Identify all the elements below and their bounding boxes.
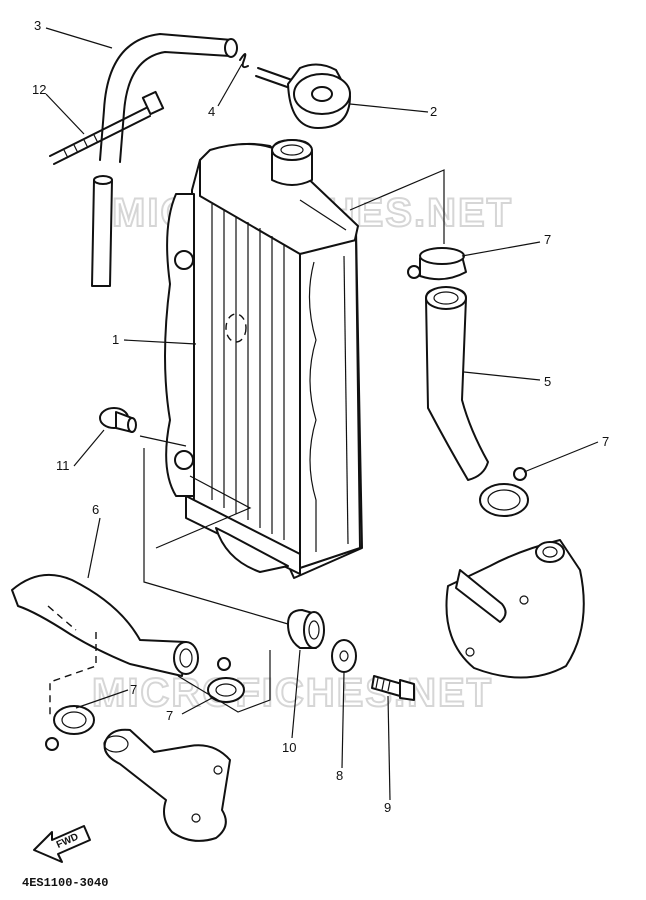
radiator-hose-part-5[interactable] bbox=[425, 286, 489, 481]
callout-1: 1 bbox=[112, 332, 119, 347]
grommet-part-11[interactable] bbox=[99, 407, 137, 433]
water-pump-cover bbox=[103, 728, 231, 842]
callout-7-lower-left: 7 bbox=[130, 682, 137, 697]
callout-9: 9 bbox=[384, 800, 391, 815]
watermark-bottom: MICROFICHES.NET bbox=[92, 671, 493, 715]
overflow-hose-part-3[interactable] bbox=[91, 33, 238, 287]
lower-radiator-hose-part-6[interactable] bbox=[11, 573, 199, 716]
radiator-cap-part-2[interactable] bbox=[255, 63, 351, 129]
callout-5: 5 bbox=[544, 374, 551, 389]
callout-6: 6 bbox=[92, 502, 99, 517]
hose-clamp-part-7-right[interactable] bbox=[479, 467, 529, 517]
washer-part-8[interactable] bbox=[331, 639, 357, 673]
bolt-part-9[interactable] bbox=[371, 675, 415, 701]
cable-tie-part-12[interactable] bbox=[49, 90, 165, 165]
callout-12: 12 bbox=[32, 82, 46, 97]
hose-clip-part-4[interactable] bbox=[239, 53, 249, 69]
callout-4: 4 bbox=[208, 104, 215, 119]
reference-code: 4ES1100-3040 bbox=[22, 876, 108, 890]
assembly-lines bbox=[139, 169, 445, 713]
hose-clamp-part-7-top[interactable] bbox=[407, 247, 467, 281]
callout-8: 8 bbox=[336, 768, 343, 783]
damper-part-10[interactable] bbox=[287, 609, 325, 649]
callout-7-top: 7 bbox=[544, 232, 551, 247]
callout-2: 2 bbox=[430, 104, 437, 119]
cylinder-head-outlet bbox=[445, 539, 585, 679]
radiator-part-1[interactable] bbox=[164, 139, 363, 579]
callout-10: 10 bbox=[282, 740, 296, 755]
leader-lines bbox=[45, 27, 599, 801]
callout-11: 11 bbox=[56, 458, 70, 473]
callout-3: 3 bbox=[34, 18, 41, 33]
hose-clamp-part-7-lower-left[interactable] bbox=[45, 705, 95, 751]
callout-7-lower-middle: 7 bbox=[166, 708, 173, 723]
hose-clamp-part-7-lower-middle[interactable] bbox=[207, 657, 245, 703]
forward-direction-arrow-icon: FWD bbox=[33, 825, 91, 863]
callout-7-right: 7 bbox=[602, 434, 609, 449]
